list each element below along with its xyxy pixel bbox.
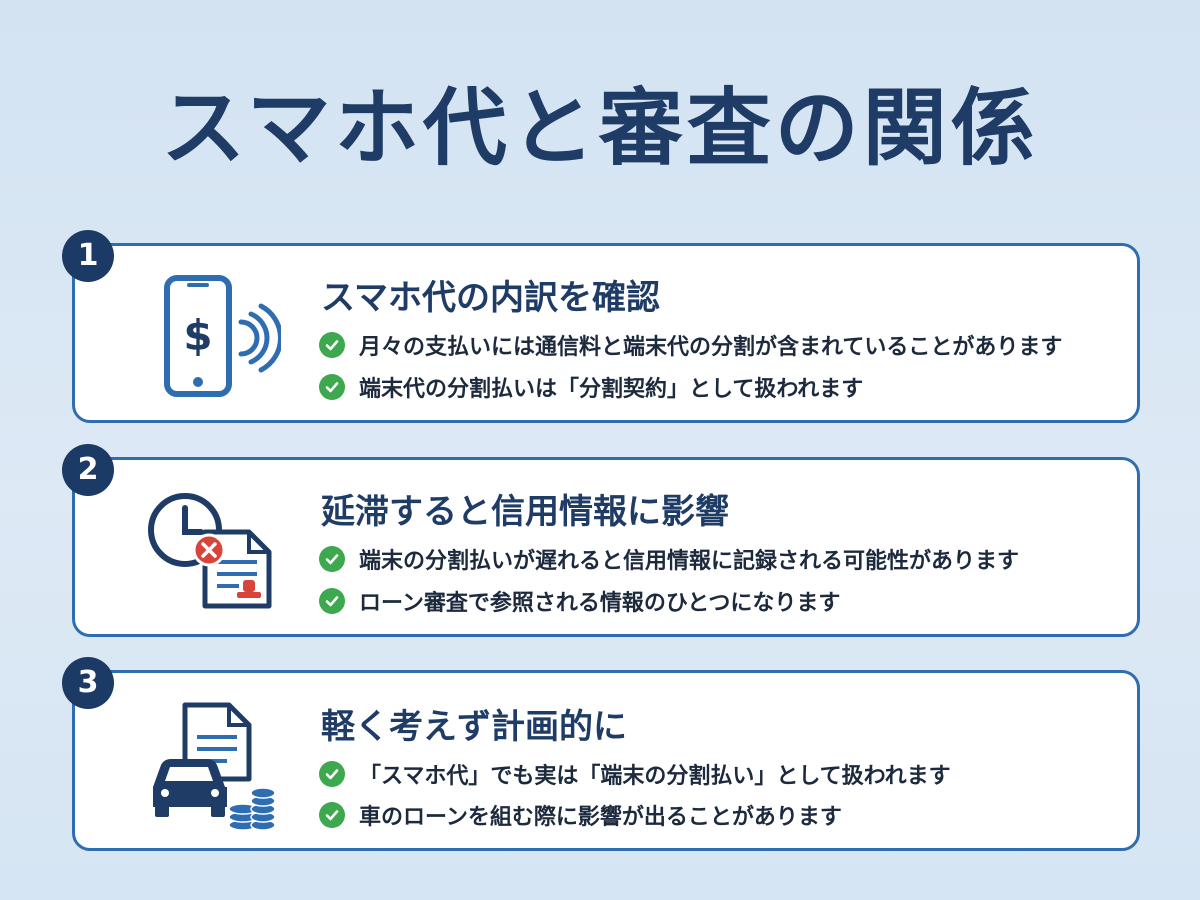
section-number-badge: 3 — [62, 657, 114, 709]
car-coins-document-icon — [153, 702, 276, 831]
section-heading: 延滞すると信用情報に影響 — [321, 492, 729, 532]
section-number-badge: 2 — [62, 444, 114, 496]
section-heading: スマホ代の内訳を確認 — [321, 278, 660, 318]
svg-text:$: $ — [183, 311, 212, 360]
bullet-item: 端末代の分割払いは「分割契約」として扱われます — [319, 372, 863, 402]
bullet-text: 月々の支払いには通信料と端末代の分割が含まれていることがあります — [359, 335, 1063, 360]
bullet-item: ローン審査で参照される情報のひとつになります — [319, 586, 840, 616]
section-number-badge: 1 — [62, 230, 114, 282]
bullet-text: 「スマホ代」でも実は「端末の分割払い」として扱われます — [359, 764, 951, 789]
bullet-text: 端末の分割払いが遅れると信用情報に記録される可能性があります — [359, 549, 1020, 574]
bullet-item: 端末の分割払いが遅れると信用情報に記録される可能性があります — [319, 544, 1019, 574]
clock-document-icon — [148, 493, 272, 609]
page-title: スマホ代と審査の関係 — [161, 79, 1039, 177]
bullet-item: 車のローンを組む際に影響が出ることがあります — [319, 800, 842, 830]
check-icon — [319, 588, 345, 614]
section-card-3: 軽く考えず計画的に 「スマホ代」でも実は「端末の分割払い」として扱われます 車の… — [72, 670, 1140, 851]
check-icon — [319, 761, 345, 787]
bullet-text: ローン審査で参照される情報のひとつになります — [359, 591, 841, 616]
check-icon — [319, 802, 345, 828]
bullet-item: 「スマホ代」でも実は「端末の分割払い」として扱われます — [319, 759, 951, 789]
check-icon — [319, 332, 345, 358]
bullet-text: 端末代の分割払いは「分割契約」として扱われます — [359, 377, 864, 402]
check-icon — [319, 546, 345, 572]
bullet-item: 月々の支払いには通信料と端末代の分割が含まれていることがあります — [319, 330, 1062, 360]
section-card-2: 延滞すると信用情報に影響 端末の分割払いが遅れると信用情報に記録される可能性があ… — [72, 457, 1140, 637]
section-heading: 軽く考えず計画的に — [321, 707, 627, 747]
section-card-1: $ スマホ代の内訳を確認 月々の支払いには通信料と端末代の分割が含まれていること… — [72, 243, 1140, 423]
smartphone-dollar-icon: $ — [164, 275, 281, 397]
bullet-text: 車のローンを組む際に影響が出ることがあります — [359, 805, 842, 830]
check-icon — [319, 374, 345, 400]
